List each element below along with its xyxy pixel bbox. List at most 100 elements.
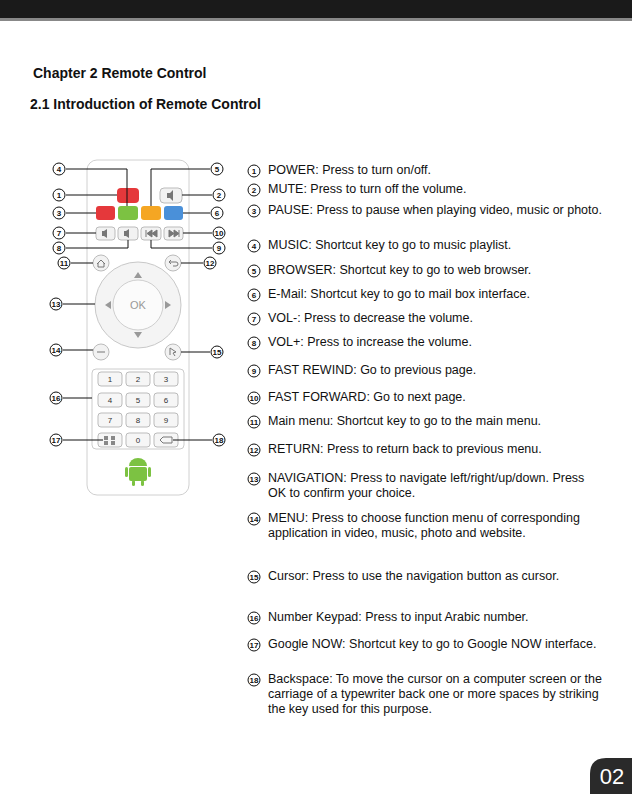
menu-icon — [97, 352, 105, 353]
return-button — [165, 255, 181, 271]
function-description: Cursor: Press to use the navigation butt… — [268, 569, 603, 584]
keypad-key — [154, 372, 178, 386]
callout-number: 2 — [213, 189, 226, 202]
rewind-button — [141, 227, 161, 240]
keypad-key — [98, 372, 122, 386]
google-now-icon — [104, 436, 115, 445]
function-description: VOL-: Press to decrease the volume. — [268, 311, 603, 326]
menu-button — [93, 344, 109, 360]
key-digit: 0 — [136, 436, 140, 445]
callout-number: 13 — [248, 473, 261, 486]
callout-number: 5 — [248, 265, 261, 278]
callout-number: 1 — [53, 189, 66, 202]
keypad-key — [154, 393, 178, 407]
callout-number: 15 — [211, 346, 224, 359]
function-description: RETURN: Press to return back to previous… — [268, 442, 603, 457]
keypad-key — [98, 413, 122, 427]
callout-number: 7 — [53, 227, 66, 240]
callout-number: 4 — [53, 163, 66, 176]
keypad-key — [126, 393, 150, 407]
top-band — [0, 0, 632, 18]
callout-number: 12 — [204, 257, 217, 270]
music-button — [118, 206, 138, 220]
keypad-key — [126, 433, 150, 447]
function-description: VOL+: Press to increase the volume. — [268, 335, 603, 350]
callout-number: 3 — [248, 205, 261, 218]
callout-number: 1 — [248, 165, 261, 178]
callout-number: 14 — [248, 513, 261, 526]
forward-icon — [169, 230, 179, 237]
pause-button — [96, 206, 115, 220]
function-description: Google NOW: Shortcut key to go to Google… — [268, 637, 603, 652]
function-description: Main menu: Shortcut key to go to the mai… — [268, 414, 603, 429]
page-number-tab — [590, 758, 632, 794]
key-digit: 4 — [108, 396, 112, 405]
callout-number: 10 — [213, 227, 226, 240]
callout-number: 18 — [248, 674, 261, 687]
email-button — [164, 206, 183, 220]
function-description: NAVIGATION: Press to navigate left/right… — [268, 471, 603, 501]
callout-number: 5 — [211, 163, 224, 176]
callout-number: 12 — [248, 444, 261, 457]
function-description: Backspace: To move the cursor on a compu… — [268, 672, 603, 717]
leader-lines — [63, 169, 212, 440]
key-digit: 8 — [136, 416, 140, 425]
home-button — [93, 255, 109, 271]
page-number: 02 — [600, 764, 624, 790]
callout-number: 16 — [248, 612, 261, 625]
function-description: BROWSER: Shortcut key to go to web brows… — [268, 263, 603, 278]
ok-label: OK — [130, 299, 146, 311]
chapter-title: Chapter 2 Remote Control — [33, 65, 206, 81]
return-icon — [169, 260, 178, 266]
callout-number: 8 — [53, 242, 66, 255]
speaker-icons — [102, 229, 129, 238]
callout-number: 2 — [248, 184, 261, 197]
rewind-icon — [146, 230, 157, 237]
cursor-button — [165, 344, 181, 360]
callout-number: 7 — [248, 313, 261, 326]
key-digit: 2 — [136, 375, 140, 384]
callout-number: 16 — [50, 392, 63, 405]
android-logo — [125, 458, 151, 486]
function-description: Number Keypad: Press to input Arabic num… — [268, 610, 603, 625]
callout-number: 13 — [50, 298, 63, 311]
callout-number: 17 — [248, 639, 261, 652]
callout-number: 4 — [248, 240, 261, 253]
mute-button — [160, 188, 182, 203]
function-description: E-Mail: Shortcut key to go to mail box i… — [268, 287, 603, 302]
ok-button — [113, 280, 163, 330]
keypad-key — [126, 372, 150, 386]
function-description: MUSIC: Shortcut key to go to music playl… — [268, 238, 603, 253]
callout-number: 8 — [248, 337, 261, 350]
key-digit: 9 — [164, 416, 168, 425]
key-digit: 6 — [164, 396, 168, 405]
keypad-outline — [92, 369, 184, 449]
keypad-key — [98, 393, 122, 407]
top-band-edge — [0, 18, 632, 21]
function-description: FAST FORWARD: Go to next page. — [268, 390, 603, 405]
keypad-key — [154, 413, 178, 427]
callout-number: 9 — [248, 365, 261, 378]
backspace-icon — [160, 437, 172, 443]
function-description: FAST REWIND: Go to previous page. — [268, 363, 603, 378]
cursor-icon — [170, 348, 176, 356]
callout-number: 18 — [213, 434, 226, 447]
callout-number: 6 — [248, 289, 261, 302]
navigation-pad — [95, 262, 181, 348]
callout-number: 11 — [58, 257, 71, 270]
callout-number: 17 — [50, 434, 63, 447]
callout-number: 10 — [248, 392, 261, 405]
callout-number: 3 — [53, 207, 66, 220]
function-description: POWER: Press to turn on/off. — [268, 163, 603, 178]
power-button — [117, 188, 139, 203]
keypad-key — [126, 413, 150, 427]
key-digit: 7 — [108, 416, 112, 425]
function-description: MENU: Press to choose function menu of c… — [268, 511, 603, 541]
keypad-buttons — [98, 372, 178, 447]
browser-button — [141, 206, 161, 220]
key-digit: 1 — [108, 375, 112, 384]
section-heading: 2.1 Introduction of Remote Control — [30, 96, 261, 112]
callout-number: 15 — [248, 571, 261, 584]
mute-icon — [167, 190, 173, 201]
callout-number: 6 — [211, 207, 224, 220]
